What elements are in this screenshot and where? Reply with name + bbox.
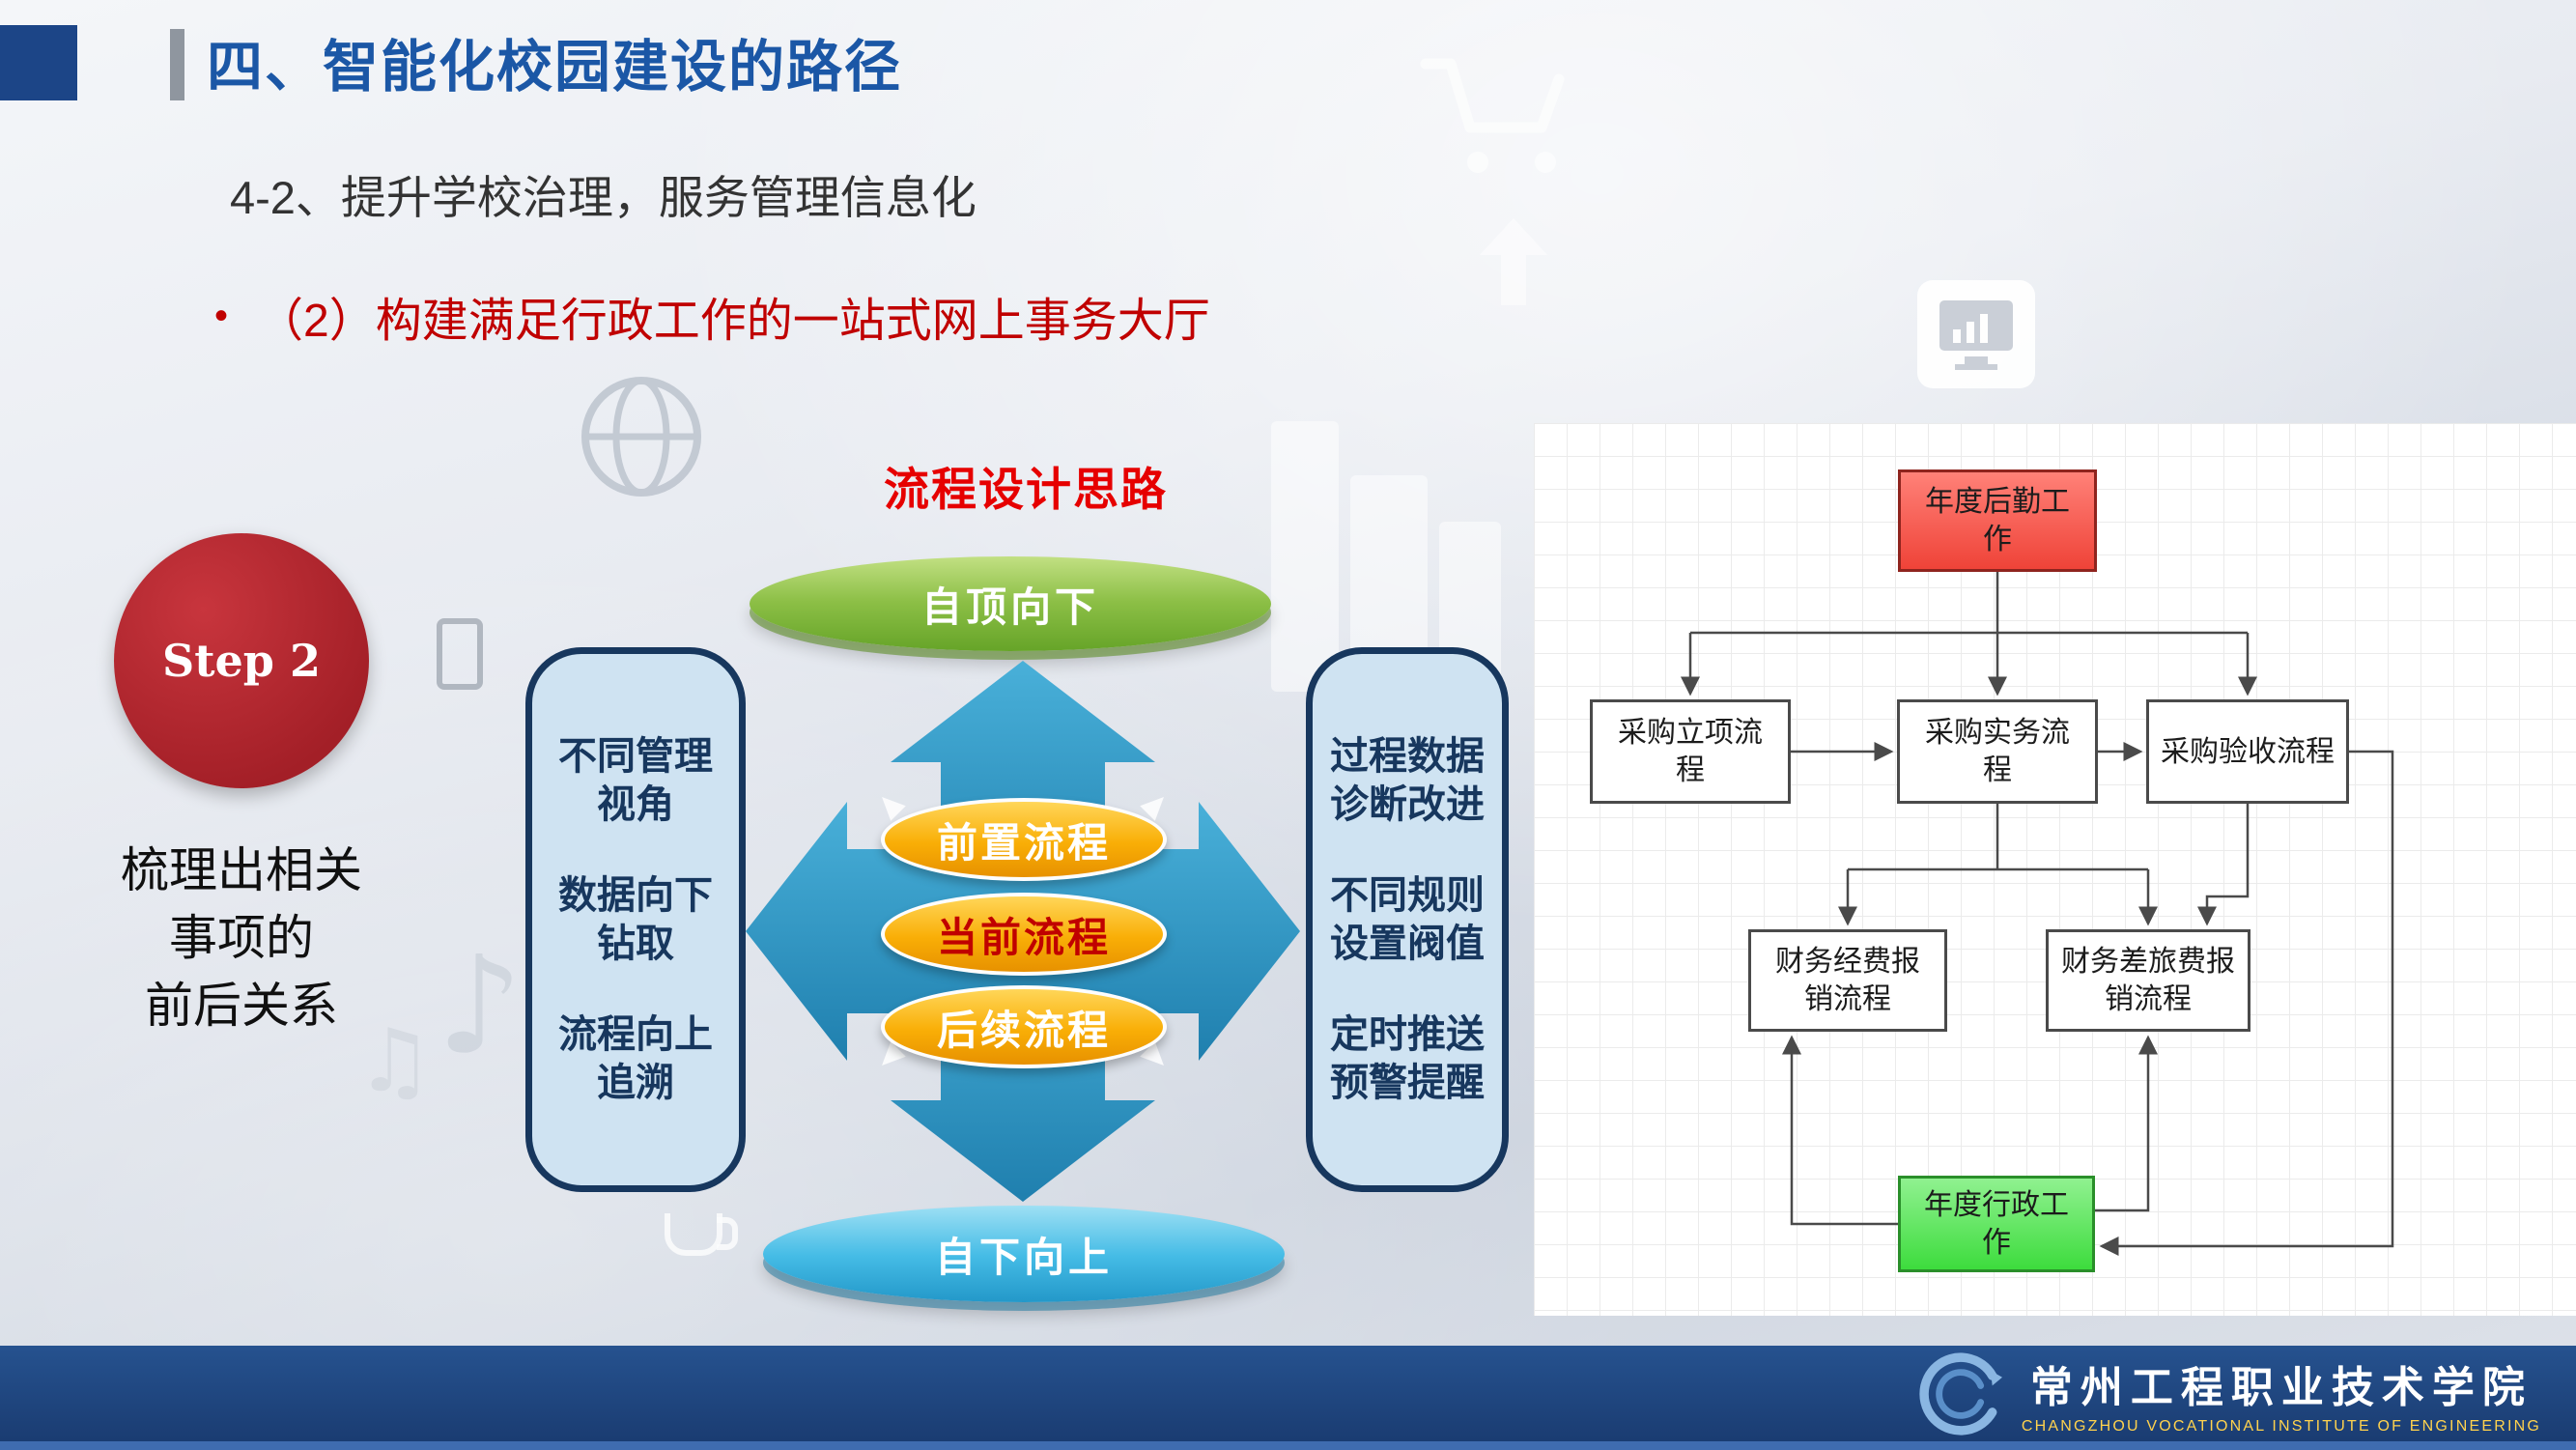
step-badge-label: Step 2 [162, 635, 321, 687]
panel-line: 钻取 [597, 923, 674, 965]
bg-building-icon [1271, 421, 1339, 692]
bottom-up-disc: 自下向上 [763, 1206, 1285, 1302]
step-description-line: 梳理出相关 [121, 843, 362, 897]
panel-group: 数据向下 钻取 [532, 871, 739, 968]
flow-node-annual-admin: 年度行政工作 [1898, 1176, 2095, 1272]
flow-node-annual-logistics: 年度后勤工作 [1898, 469, 2097, 572]
step-description-line: 事项的 [169, 911, 314, 965]
follow-up-process-cylinder: 后续流程 [881, 985, 1167, 1068]
corner-block [0, 25, 77, 100]
step-description-line: 前后关系 [145, 979, 338, 1033]
panel-group: 不同管理 视角 [532, 732, 739, 829]
footer-bar: 常州工程职业技术学院 CHANGZHOU VOCATIONAL INSTITUT… [0, 1346, 2576, 1450]
panel-line: 追溯 [597, 1062, 674, 1104]
bg-arrow-icon [1480, 218, 1547, 305]
bg-coffee-icon [665, 1213, 738, 1256]
flowchart-connectors [1681, 572, 2394, 1256]
panel-line: 不同管理 [558, 735, 713, 778]
bullet-line: • （2）构建满足行政工作的一站式网上事务大厅 [214, 282, 1210, 350]
pre-process-cylinder: 前置流程 [881, 798, 1167, 881]
panel-line: 诊断改进 [1330, 783, 1485, 826]
school-name-cn: 常州工程职业技术学院 [2029, 1362, 2533, 1412]
panel-group: 定时推送 预警提醒 [1313, 1010, 1502, 1107]
panel-line: 数据向下 [558, 874, 713, 917]
page-title: 四、智能化校园建设的路径 [207, 36, 903, 99]
bg-globe-icon [581, 377, 701, 497]
bg-monitor-icon [1917, 280, 2035, 388]
bullet-marker: • [214, 295, 229, 337]
subtitle: 4-2、提升学校治理，服务管理信息化 [230, 172, 977, 223]
follow-up-process-label: 后续流程 [936, 1007, 1111, 1053]
school-logo: 常州工程职业技术学院 CHANGZHOU VOCATIONAL INSTITUT… [1919, 1346, 2541, 1441]
right-capability-panel: 过程数据 诊断改进 不同规则 设置阀值 定时推送 预警提醒 [1306, 647, 1509, 1192]
panel-line: 流程向上 [558, 1013, 713, 1056]
pre-process-label: 前置流程 [936, 819, 1111, 866]
top-down-label: 自顶向下 [920, 583, 1099, 630]
panel-line: 设置阀值 [1330, 923, 1485, 965]
flow-node-purchase-initiation: 采购立项流程 [1590, 699, 1791, 804]
panel-group: 流程向上 追溯 [532, 1010, 739, 1107]
corner-chevron-icons [882, 797, 1164, 1066]
step-badge: Step 2 [114, 533, 369, 788]
flow-node-purchase-acceptance: 采购验收流程 [2146, 699, 2349, 804]
flow-node-purchase-practice: 采购实务流程 [1897, 699, 2098, 804]
school-logo-icon [1919, 1351, 2002, 1436]
bullet-text: （2）构建满足行政工作的一站式网上事务大厅 [257, 296, 1210, 347]
title-accent-bar [170, 29, 184, 100]
flowchart-panel: 年度后勤工作 采购立项流程 采购实务流程 采购验收流程 财务经费报销流程 财务差… [1534, 423, 2576, 1316]
panel-line: 过程数据 [1330, 735, 1485, 778]
school-name-block: 常州工程职业技术学院 CHANGZHOU VOCATIONAL INSTITUT… [2022, 1352, 2541, 1436]
left-capability-panel: 不同管理 视角 数据向下 钻取 流程向上 追溯 [525, 647, 746, 1192]
bg-phone-icon [437, 618, 483, 690]
bg-cart-icon [1420, 58, 1565, 173]
panel-line: 定时推送 [1330, 1013, 1485, 1056]
panel-group: 不同规则 设置阀值 [1313, 871, 1502, 968]
flow-node-finance-expense: 财务经费报销流程 [1748, 929, 1947, 1032]
bottom-up-label: 自下向上 [934, 1234, 1113, 1280]
current-process-cylinder: 当前流程 [881, 893, 1167, 976]
panel-group: 过程数据 诊断改进 [1313, 732, 1502, 829]
step-description: 梳理出相关 事项的 前后关系 [31, 837, 452, 1039]
top-down-disc: 自顶向下 [750, 556, 1271, 651]
panel-line: 不同规则 [1330, 874, 1485, 917]
panel-line: 预警提醒 [1330, 1062, 1485, 1104]
process-diagram-title: 流程设计思路 [884, 464, 1168, 515]
panel-line: 视角 [597, 783, 674, 826]
flow-node-finance-travel: 财务差旅费报销流程 [2046, 929, 2250, 1032]
school-name-en: CHANGZHOU VOCATIONAL INSTITUTE OF ENGINE… [2021, 1417, 2541, 1435]
current-process-label: 当前流程 [936, 914, 1111, 960]
